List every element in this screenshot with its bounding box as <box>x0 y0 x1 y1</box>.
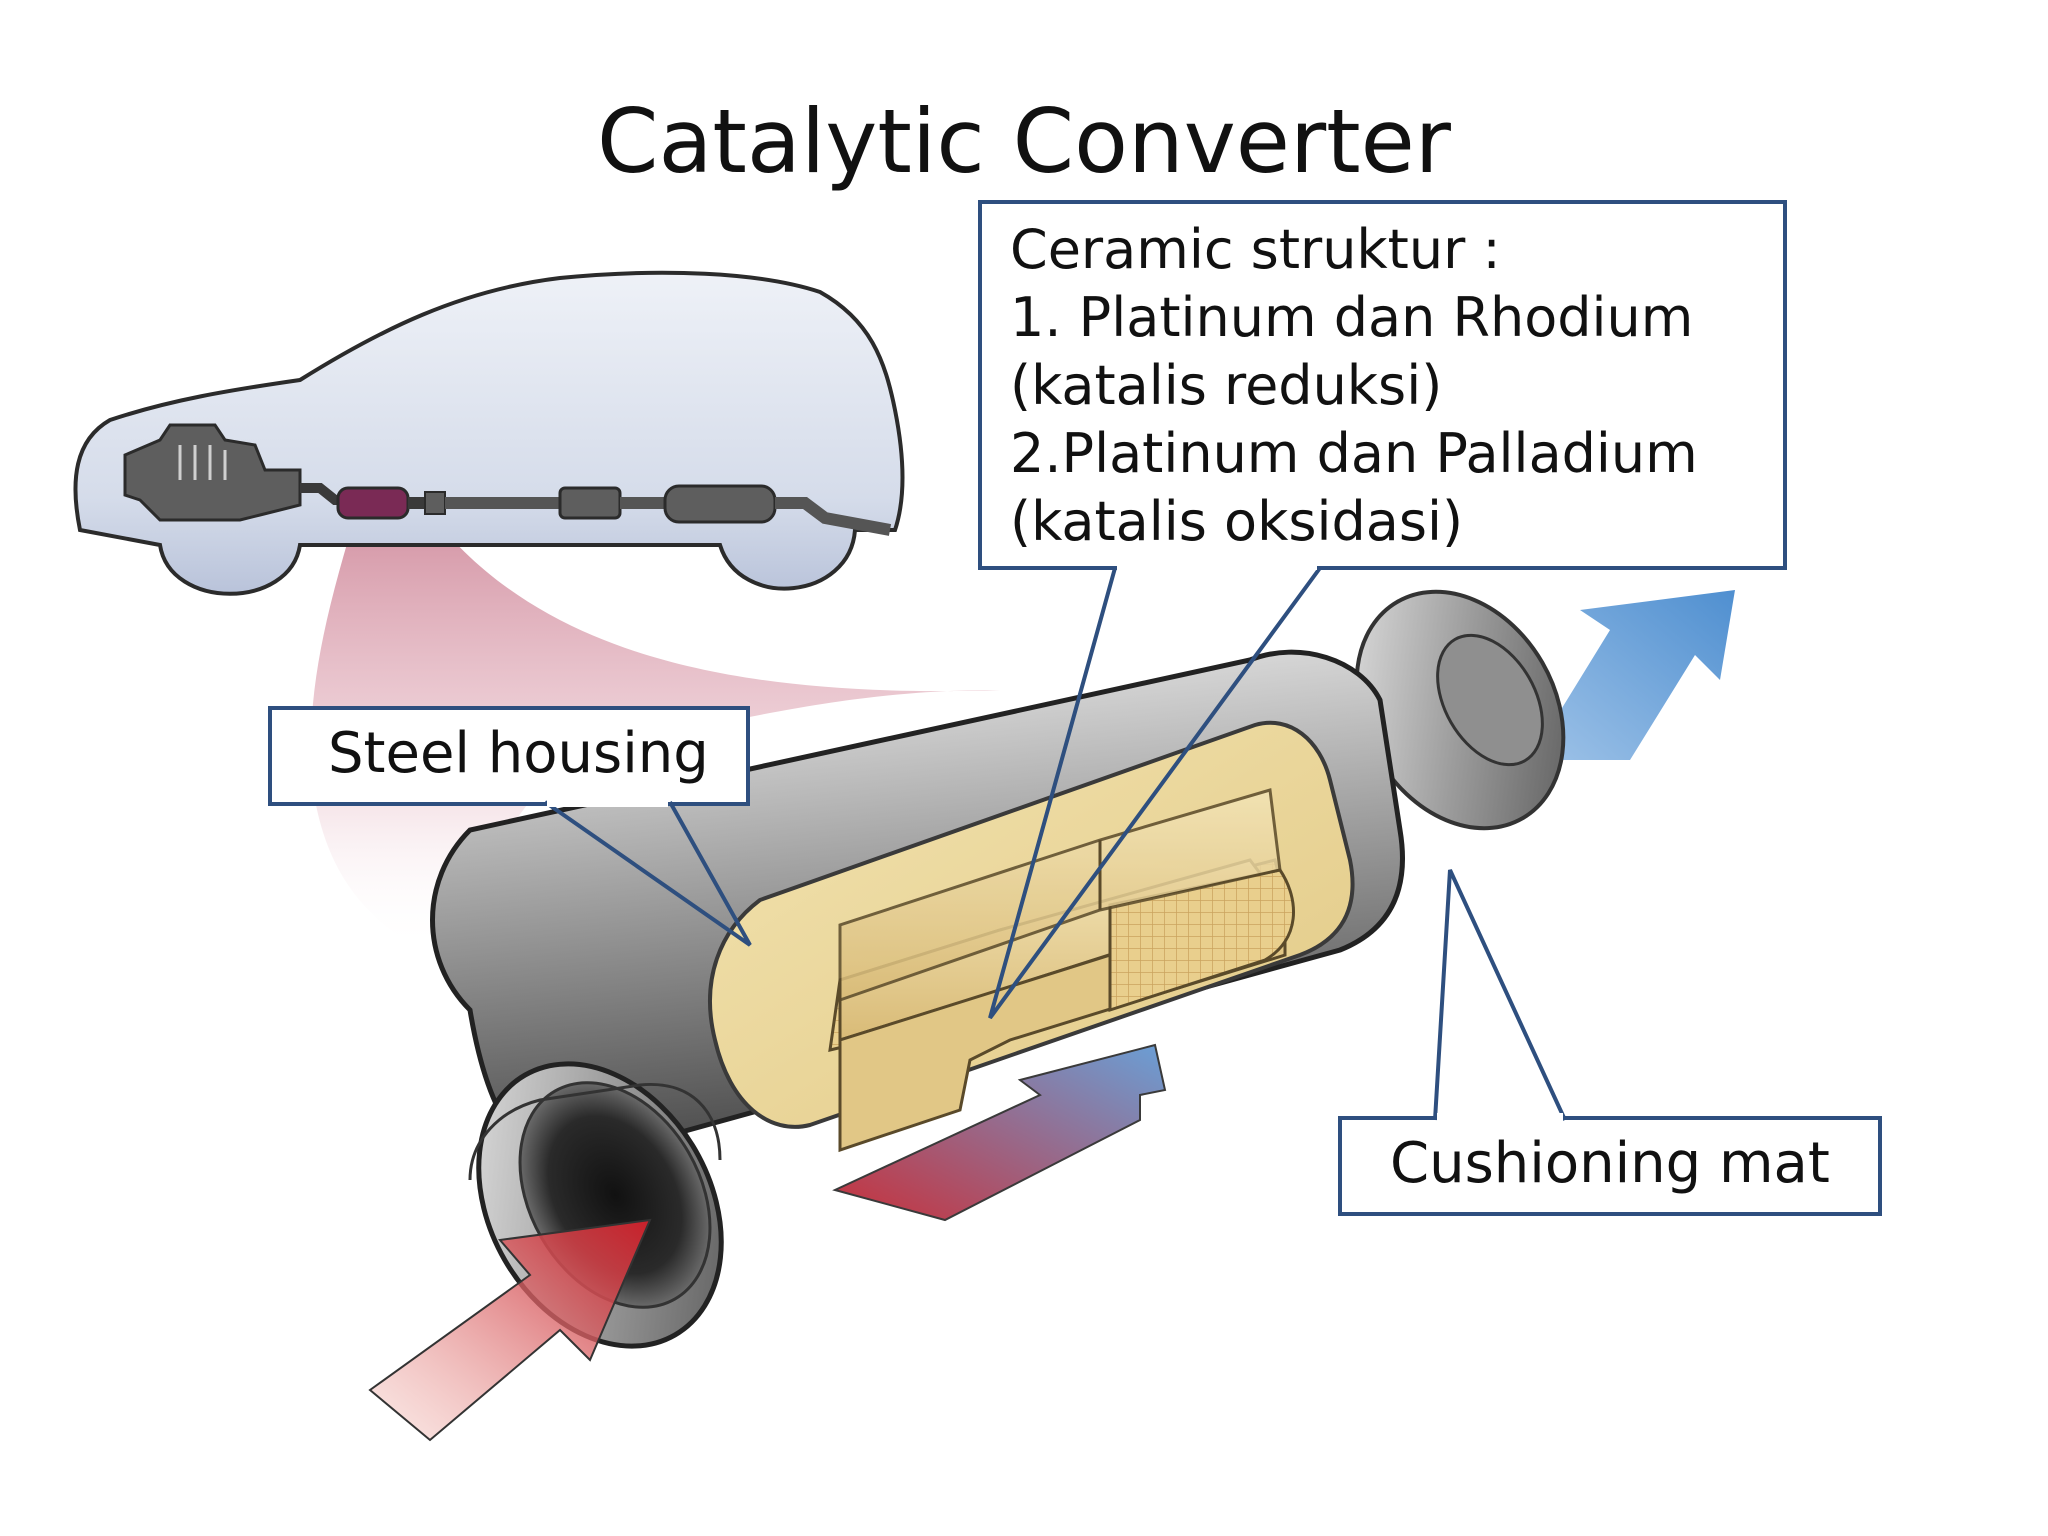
ceramic-callout-frame <box>978 200 1787 570</box>
ceramic-line-5: (katalis oksidasi) <box>1010 490 1464 553</box>
cushioning-mat-callout-frame <box>1338 1116 1882 1216</box>
page-title: Catalytic Converter <box>597 90 1451 193</box>
ceramic-callout-pointer <box>988 566 1322 1020</box>
cushioning-mat-label: Cushioning mat <box>1390 1131 1830 1196</box>
cushioning-mat-callout-pointer <box>1433 869 1567 1121</box>
gas-flow-arrow-icon <box>832 1043 1167 1222</box>
converter-highlight <box>336 486 410 520</box>
ceramic-line-2: 1. Platinum dan Rhodium <box>1010 286 1694 349</box>
ceramic-line-3: (katalis reduksi) <box>1010 354 1443 417</box>
ceramic-line-4: 2.Platinum dan Palladium <box>1010 422 1698 485</box>
steel-housing-callout-frame <box>268 706 750 806</box>
ceramic-callout-text: Ceramic struktur : 1. Platinum dan Rhodi… <box>1010 216 1698 556</box>
resonator <box>558 486 622 520</box>
engine-icon <box>123 423 302 522</box>
steel-housing-callout-pointer <box>543 800 752 947</box>
ceramic-core-end <box>1108 868 1295 1013</box>
ceramic-line-1: Ceramic struktur : <box>1010 218 1501 281</box>
car-silhouette-icon <box>73 270 905 596</box>
steel-housing-label: Steel housing <box>328 721 709 786</box>
exhaust-outflow-arrow-icon <box>1530 590 1735 760</box>
exhaust-inflow-arrow-icon <box>368 1218 652 1442</box>
muffler <box>663 484 777 524</box>
catalytic-converter-cutaway-icon <box>368 589 1735 1442</box>
